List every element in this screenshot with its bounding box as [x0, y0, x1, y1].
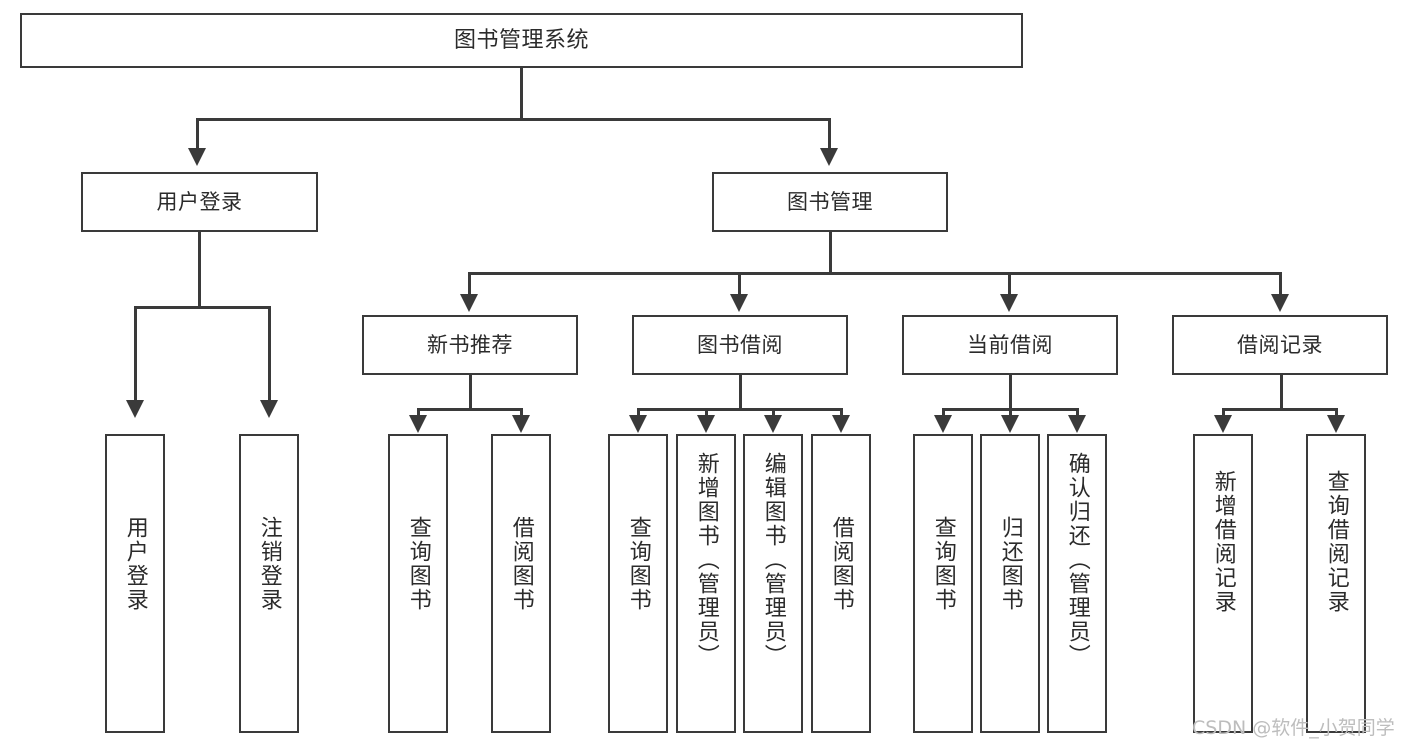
connector-new-book-bus	[417, 408, 523, 411]
connector-borrow-record-stem	[1280, 375, 1283, 408]
node-label: 用户登录	[122, 516, 148, 612]
arrowhead-current-borrow	[1000, 294, 1018, 312]
connector-cb-drop-1	[942, 408, 945, 417]
node-label: 当前借阅	[967, 332, 1053, 357]
node-label: 编辑图书（管理员）	[760, 452, 786, 668]
arrowhead-leaf-return-book	[1001, 415, 1019, 433]
connector-bm-drop-borrow-record	[1279, 272, 1282, 296]
leaf-logout-login[interactable]: 注销登录	[239, 434, 299, 733]
leaf-query-book-3[interactable]: 查询图书	[913, 434, 973, 733]
arrowhead-leaf-query-book-3	[934, 415, 952, 433]
node-root-book-management-system[interactable]: 图书管理系统	[20, 13, 1023, 68]
leaf-add-record[interactable]: 新增借阅记录	[1193, 434, 1253, 733]
arrowhead-leaf-confirm-return	[1068, 415, 1086, 433]
node-label: 新书推荐	[427, 332, 513, 357]
node-label: 借阅记录	[1237, 332, 1323, 357]
arrowhead-leaf-add-book	[697, 415, 715, 433]
leaf-query-record[interactable]: 查询借阅记录	[1306, 434, 1366, 733]
node-label: 借阅图书	[508, 516, 534, 612]
connector-book-borrow-bus	[637, 408, 843, 411]
arrowhead-leaf-borrow-book-2	[832, 415, 850, 433]
node-label: 查询图书	[405, 516, 431, 612]
node-user-login[interactable]: 用户登录	[81, 172, 318, 232]
connector-borrow-record-bus	[1222, 408, 1338, 411]
connector-bb-drop-4	[840, 408, 843, 417]
connector-root-to-book-management	[828, 118, 831, 150]
connector-bb-drop-3	[772, 408, 775, 417]
node-label: 用户登录	[156, 189, 243, 214]
node-book-borrow[interactable]: 图书借阅	[632, 315, 848, 375]
connector-user-login-drop-1	[134, 306, 137, 402]
arrowhead-book-borrow	[730, 294, 748, 312]
connector-bm-drop-new-book	[468, 272, 471, 296]
node-label: 图书管理系统	[453, 27, 589, 53]
arrowhead-leaf-logout-login	[260, 400, 278, 418]
node-label: 归还图书	[997, 516, 1023, 612]
node-label: 借阅图书	[828, 516, 854, 612]
node-label: 查询图书	[930, 516, 956, 612]
arrowhead-leaf-user-login	[126, 400, 144, 418]
node-label: 图书管理	[787, 189, 873, 214]
arrowhead-book-management	[820, 148, 838, 166]
connector-book-management-bus	[468, 272, 1282, 275]
connector-bb-drop-1	[637, 408, 640, 417]
arrowhead-user-login	[188, 148, 206, 166]
node-label: 查询图书	[625, 516, 651, 612]
connector-bm-drop-book-borrow	[738, 272, 741, 296]
connector-user-login-bus	[134, 306, 270, 309]
connector-bb-drop-2	[705, 408, 708, 417]
node-label: 确认归还（管理员）	[1064, 452, 1090, 668]
leaf-user-login[interactable]: 用户登录	[105, 434, 165, 733]
connector-current-borrow-stem	[1009, 375, 1012, 408]
arrowhead-leaf-query-book-2	[629, 415, 647, 433]
leaf-add-book[interactable]: 新增图书（管理员）	[676, 434, 736, 733]
connector-book-borrow-stem	[739, 375, 742, 408]
leaf-borrow-book-2[interactable]: 借阅图书	[811, 434, 871, 733]
arrowhead-leaf-edit-book	[764, 415, 782, 433]
leaf-query-book-2[interactable]: 查询图书	[608, 434, 668, 733]
node-current-borrow[interactable]: 当前借阅	[902, 315, 1118, 375]
node-label: 查询借阅记录	[1323, 470, 1349, 614]
leaf-borrow-book-1[interactable]: 借阅图书	[491, 434, 551, 733]
arrowhead-leaf-query-record	[1327, 415, 1345, 433]
node-label: 注销登录	[256, 516, 282, 612]
connector-bm-drop-current-borrow	[1008, 272, 1011, 296]
connector-root-bus	[196, 118, 830, 121]
arrowhead-leaf-query-book-1	[409, 415, 427, 433]
connector-root-stem	[520, 68, 523, 118]
node-label: 新增图书（管理员）	[693, 452, 719, 668]
watermark-credit: CSDN @软件_小贺同学	[1192, 717, 1395, 739]
leaf-return-book[interactable]: 归还图书	[980, 434, 1040, 733]
node-new-book-recommend[interactable]: 新书推荐	[362, 315, 578, 375]
leaf-query-book-1[interactable]: 查询图书	[388, 434, 448, 733]
node-label: 图书借阅	[697, 332, 783, 357]
connector-new-book-drop-1	[417, 408, 420, 417]
connector-user-login-drop-2	[268, 306, 271, 402]
connector-br-drop-1	[1222, 408, 1225, 417]
connector-user-login-stem	[198, 232, 201, 306]
arrowhead-leaf-borrow-book-1	[512, 415, 530, 433]
connector-new-book-stem	[469, 375, 472, 408]
connector-new-book-drop-2	[520, 408, 523, 417]
connector-cb-drop-3	[1076, 408, 1079, 417]
node-book-management[interactable]: 图书管理	[712, 172, 948, 232]
connector-book-management-stem	[829, 232, 832, 272]
arrowhead-borrow-record	[1271, 294, 1289, 312]
connector-cb-drop-2	[1009, 408, 1012, 417]
node-label: 新增借阅记录	[1210, 470, 1236, 614]
leaf-confirm-return[interactable]: 确认归还（管理员）	[1047, 434, 1107, 733]
arrowhead-leaf-add-record	[1214, 415, 1232, 433]
arrowhead-new-book-recommend	[460, 294, 478, 312]
connector-root-to-user-login	[196, 118, 199, 150]
leaf-edit-book[interactable]: 编辑图书（管理员）	[743, 434, 803, 733]
node-borrow-record[interactable]: 借阅记录	[1172, 315, 1388, 375]
connector-br-drop-2	[1335, 408, 1338, 417]
